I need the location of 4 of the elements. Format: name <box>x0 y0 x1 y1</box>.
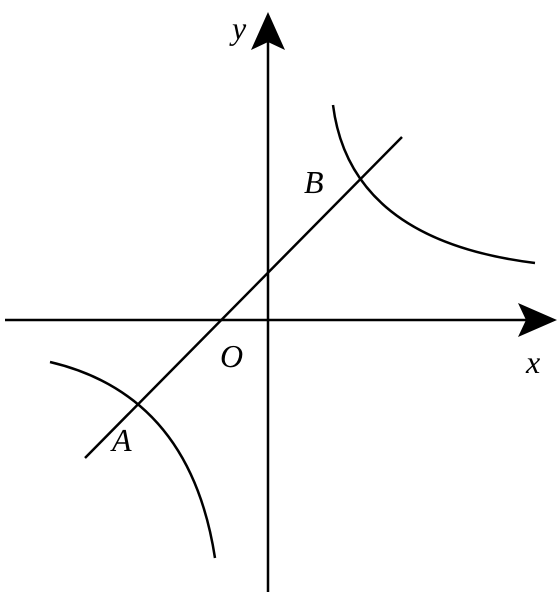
point-label: B <box>304 166 324 198</box>
origin-label: O <box>220 340 244 372</box>
axis-label: x <box>526 346 540 378</box>
point-label: A <box>112 424 132 456</box>
